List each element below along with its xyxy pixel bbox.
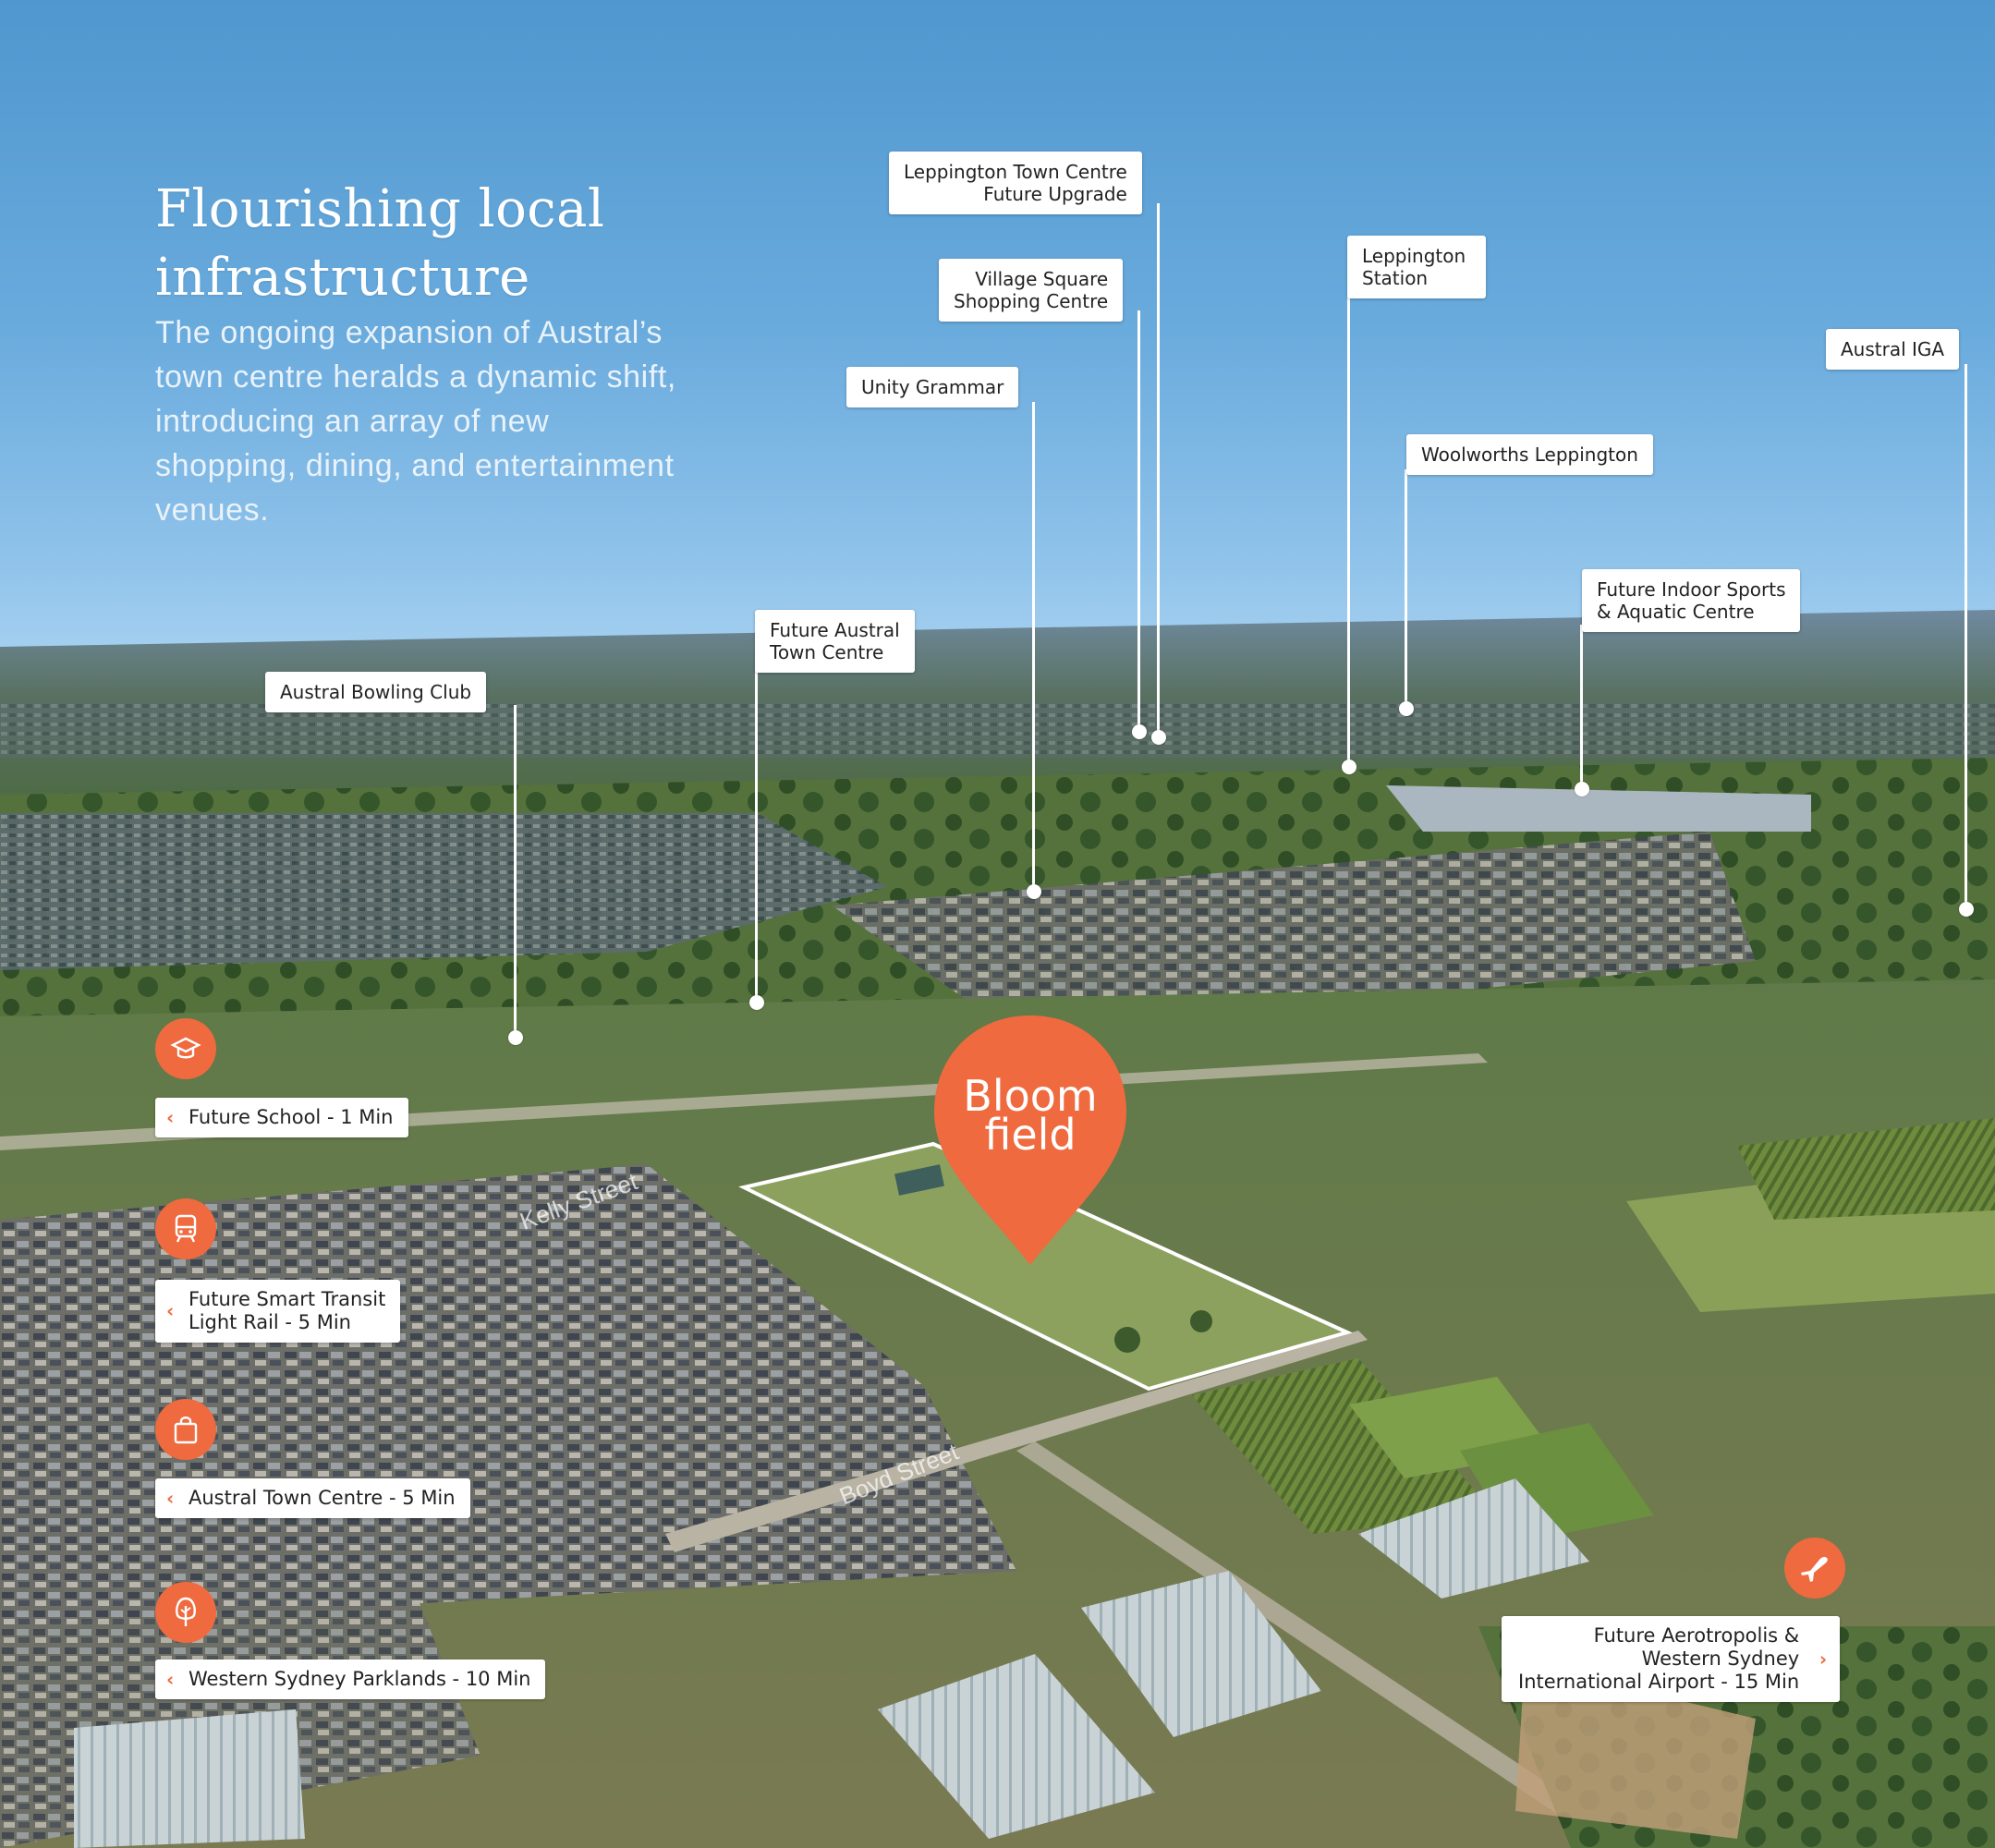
- shopping-bag-icon: [155, 1399, 216, 1460]
- label-woolworths: Woolworths Leppington: [1406, 434, 1653, 475]
- chevron-left-icon: ‹: [166, 1668, 175, 1690]
- leader-line-leppington-station: [1347, 291, 1350, 767]
- label-austral-iga: Austral IGA: [1826, 329, 1960, 370]
- marker-unity-grammar: [1027, 884, 1041, 899]
- leader-line-village-square: [1137, 310, 1140, 732]
- leader-line-woolworths: [1405, 469, 1407, 709]
- label-bowling-club: Austral Bowling Club: [265, 672, 487, 712]
- marker-woolworths: [1399, 701, 1414, 716]
- leader-line-austral-iga: [1965, 364, 1967, 909]
- marker-austral-iga: [1959, 902, 1974, 917]
- chevron-left-icon: ‹: [166, 1106, 175, 1128]
- poi-label-airport: Future Aerotropolis & Western Sydney Int…: [1502, 1616, 1841, 1702]
- label-unity-grammar: Unity Grammar: [846, 367, 1019, 407]
- location-pin-icon: [934, 1015, 1126, 1265]
- label-leppington-station: Leppington Station: [1347, 236, 1486, 298]
- intro-paragraph: The ongoing expansion of Austral’s town …: [155, 315, 676, 528]
- poi-label-light-rail: ‹Future Smart Transit Light Rail - 5 Min: [155, 1280, 401, 1343]
- label-future-austral-town-centre: Future Austral Town Centre: [755, 610, 915, 673]
- leader-line-leppington-town-centre: [1157, 203, 1160, 737]
- marker-leppington-station: [1342, 760, 1356, 774]
- page-title: Flourishing local infrastructure: [155, 178, 605, 308]
- poi-label-future-school: ‹Future School - 1 Min: [155, 1098, 408, 1137]
- marker-village-square: [1132, 724, 1147, 739]
- tree-icon: [155, 1582, 216, 1643]
- leader-line-future-austral-town-centre: [755, 665, 758, 1003]
- chevron-left-icon: ‹: [166, 1487, 175, 1509]
- brand-name: Bloom field: [963, 1071, 1098, 1160]
- label-village-square: Village Square Shopping Centre: [939, 259, 1124, 322]
- leader-line-bowling-club: [514, 705, 517, 1038]
- marker-future-austral-town-centre: [749, 995, 764, 1010]
- chevron-right-icon: ›: [1819, 1647, 1828, 1670]
- marker-leppington-town-centre: [1151, 730, 1166, 745]
- label-indoor-sports: Future Indoor Sports & Aquatic Centre: [1582, 569, 1801, 632]
- poi-label-austral-town-centre: ‹Austral Town Centre - 5 Min: [155, 1478, 470, 1518]
- leader-line-unity-grammar: [1032, 402, 1035, 892]
- train-icon: [155, 1198, 216, 1259]
- label-leppington-town-centre: Leppington Town Centre Future Upgrade: [889, 152, 1142, 214]
- chevron-left-icon: ‹: [166, 1299, 175, 1322]
- marker-bowling-club: [508, 1030, 523, 1045]
- leader-line-indoor-sports: [1580, 625, 1583, 789]
- poi-label-western-sydney-parklands: ‹Western Sydney Parklands - 10 Min: [155, 1660, 546, 1699]
- marker-indoor-sports: [1575, 782, 1589, 796]
- airplane-icon: [1784, 1538, 1845, 1599]
- school-icon: [155, 1018, 216, 1079]
